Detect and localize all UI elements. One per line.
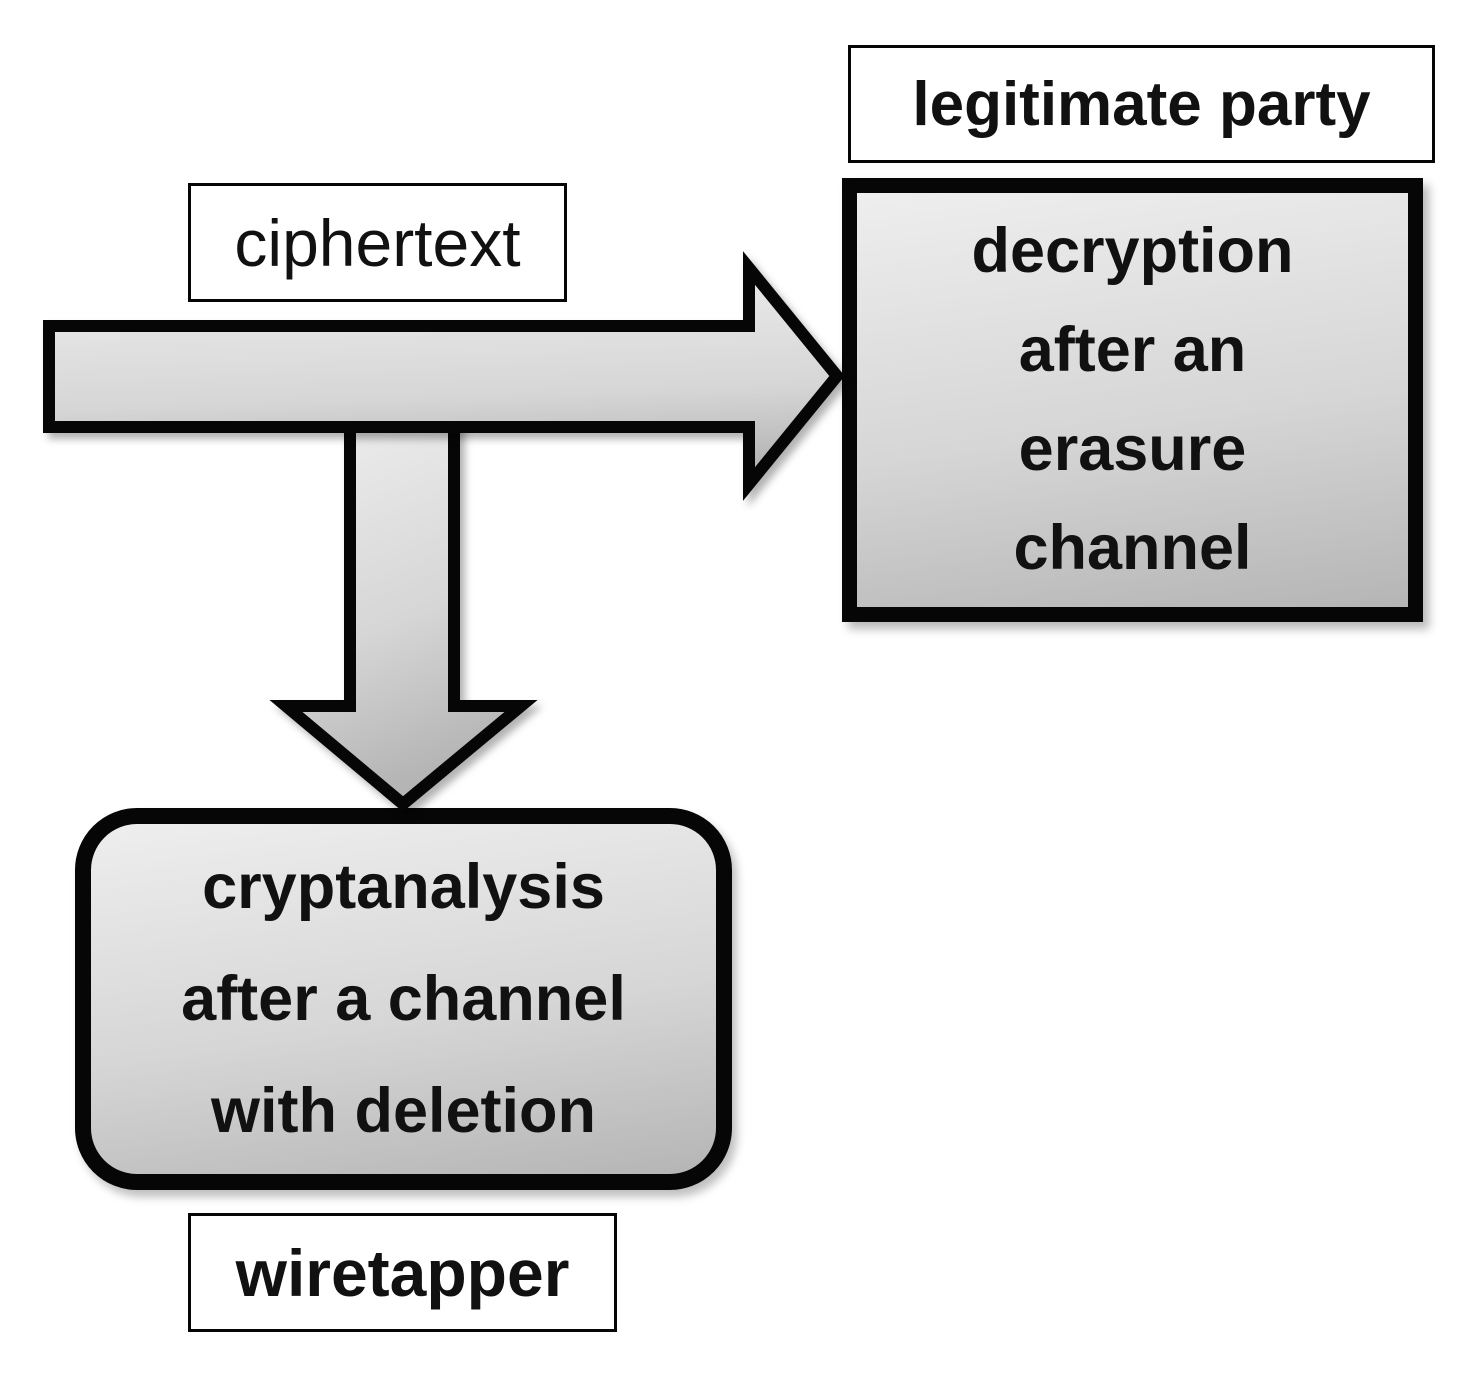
cryptanalysis-line-1: cryptanalysis — [202, 852, 605, 922]
cryptanalysis-line-2: after a channel — [181, 964, 626, 1034]
cryptanalysis-box: cryptanalysis after a channel with delet… — [75, 808, 732, 1190]
decryption-line-2: after an — [1018, 315, 1247, 385]
down-arrow-icon — [269, 418, 538, 812]
wiretapper-label: wiretapper — [188, 1213, 617, 1332]
decryption-line-1: decryption — [971, 216, 1294, 286]
legitimate-party-label-text: legitimate party — [912, 69, 1371, 139]
decryption-box: decryption after an erasure channel — [842, 178, 1423, 622]
legitimate-party-label: legitimate party — [848, 45, 1435, 163]
cryptanalysis-line-3: with deletion — [211, 1076, 596, 1146]
ciphertext-label: ciphertext — [188, 183, 567, 302]
wiretapper-label-text: wiretapper — [235, 1235, 570, 1310]
decryption-line-4: channel — [1013, 513, 1252, 583]
decryption-line-3: erasure — [1018, 414, 1247, 484]
ciphertext-label-text: ciphertext — [234, 205, 521, 280]
